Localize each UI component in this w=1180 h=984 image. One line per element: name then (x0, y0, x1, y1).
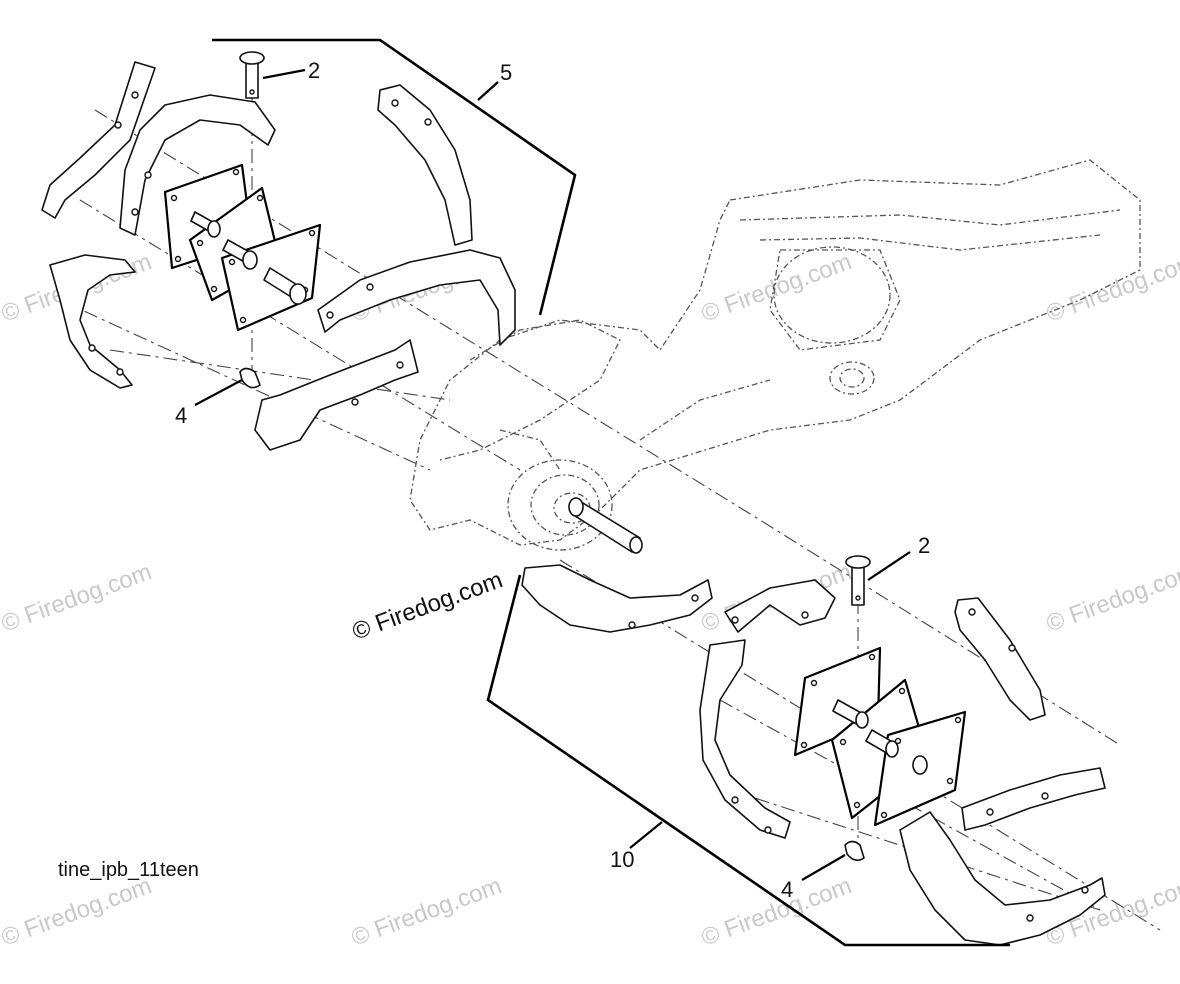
tine-blade (521, 564, 713, 633)
callout-clip-top: 4 (175, 403, 187, 428)
transmission-housing (409, 159, 1141, 551)
assembly-10-bracket (486, 574, 1010, 947)
tine-blade (119, 94, 276, 236)
assembly-10-leader (629, 821, 663, 849)
tine-blade (961, 767, 1106, 831)
watermark-9: © Firedog.com (348, 872, 505, 951)
pin-top-leader (262, 68, 306, 80)
tine-shaft (568, 497, 643, 554)
watermark-3: © Firedog.com (698, 248, 855, 327)
callout-clip-bottom: 4 (781, 877, 793, 902)
watermark-4: © Firedog.com (1043, 248, 1180, 327)
callout-pin-top: 2 (308, 58, 320, 83)
right-tine-assembly (521, 555, 1106, 946)
tine-blade (317, 249, 516, 346)
assembly-5-bracket (212, 38, 577, 316)
callout-assembly-left: 5 (500, 60, 512, 85)
tine-blade (254, 339, 419, 451)
copyright-label: © Firedog.com (349, 566, 506, 645)
clevis-pin-head (845, 555, 871, 569)
tine-blade (377, 84, 473, 246)
tine-blade (899, 811, 1106, 946)
clip-top-leader (194, 379, 243, 406)
tine-blade (954, 597, 1046, 721)
pin-bottom-leader (867, 551, 911, 581)
watermark-5: © Firedog.com (0, 558, 155, 637)
clevis-pin-head (239, 51, 265, 65)
callout-pin-bottom: 2 (918, 533, 930, 558)
diagram-caption: tine_ipb_11teen (58, 859, 199, 881)
callout-assembly-right: 10 (610, 847, 634, 872)
watermark-7: © Firedog.com (1043, 558, 1180, 637)
tine-blade (724, 579, 836, 633)
watermark-8: © Firedog.com (0, 872, 155, 951)
left-tine-assembly (41, 51, 516, 451)
hairpin-clip (844, 840, 865, 862)
assembly-5-leader (477, 81, 499, 101)
clip-bottom-leader (801, 854, 846, 881)
hairpin-clip (239, 367, 261, 389)
watermark-10: © Firedog.com (698, 872, 855, 951)
tine-blade (41, 61, 156, 219)
tine-blade (699, 639, 791, 839)
